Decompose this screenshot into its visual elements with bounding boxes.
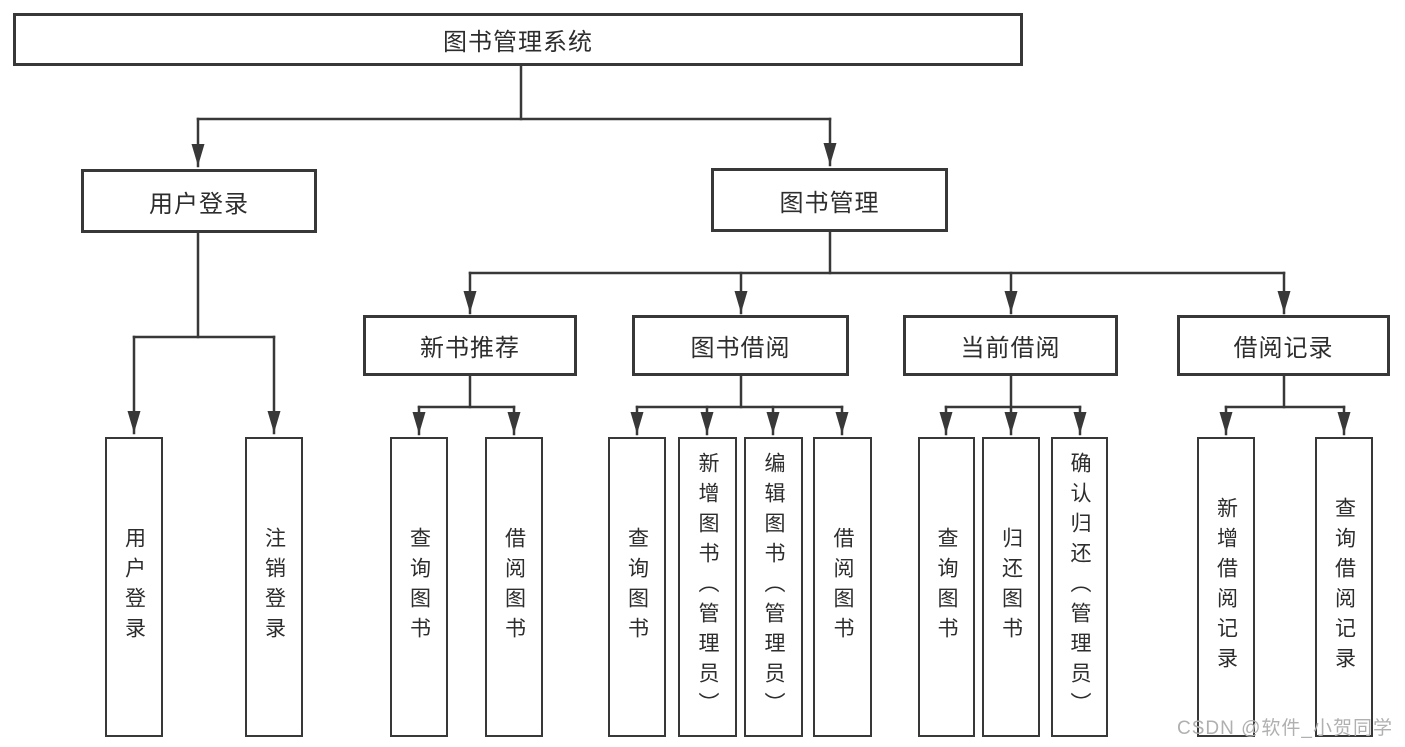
leaf-user-login: 用户登录 [105,437,163,737]
leaf-add-books-admin: 新增图书（管理员） [678,437,737,737]
node-book-borrowing: 图书借阅 [632,315,849,376]
leaf-borrow-books-recommend-label: 借阅图书 [502,527,526,647]
leaf-edit-books-admin-label: 编辑图书（管理员） [762,452,785,722]
leaf-borrow-books-label: 借阅图书 [831,527,854,647]
leaf-borrow-books-recommend: 借阅图书 [485,437,543,737]
node-user-login: 用户登录 [81,169,317,233]
node-library-system-label: 图书管理系统 [443,29,593,56]
node-borrowing-records: 借阅记录 [1177,315,1390,376]
leaf-confirm-return-admin-label: 确认归还（管理员） [1068,452,1091,722]
csdn-watermark: CSDN @软件_小贺同学 [1177,718,1393,739]
leaf-query-books-borrow: 查询图书 [608,437,666,737]
leaf-query-books-borrow-label: 查询图书 [625,527,649,647]
leaf-confirm-return-admin: 确认归还（管理员） [1051,437,1108,737]
node-book-management: 图书管理 [711,168,948,232]
node-book-borrowing-label: 图书借阅 [690,335,791,362]
leaf-query-borrow-record-label: 查询借阅记录 [1332,497,1356,677]
node-book-management-label: 图书管理 [779,189,880,217]
leaf-query-books-recommend: 查询图书 [390,437,448,737]
leaf-return-books: 归还图书 [982,437,1040,737]
node-new-book-recommendation: 新书推荐 [363,315,577,376]
leaf-query-books-recommend-label: 查询图书 [407,527,431,647]
node-current-borrowing-label: 当前借阅 [960,335,1061,362]
leaf-add-borrow-record: 新增借阅记录 [1197,437,1255,737]
node-library-system: 图书管理系统 [13,13,1023,66]
leaf-query-borrow-record: 查询借阅记录 [1315,437,1373,737]
node-borrowing-records-label: 借阅记录 [1233,335,1334,362]
node-new-book-recommendation-label: 新书推荐 [420,335,520,362]
leaf-query-books-current-label: 查询图书 [935,527,958,647]
leaf-logout-label: 注销登录 [262,527,286,647]
leaf-add-books-admin-label: 新增图书（管理员） [696,452,719,722]
leaf-user-login-label: 用户登录 [122,527,146,647]
node-user-login-label: 用户登录 [149,190,249,218]
leaf-add-borrow-record-label: 新增借阅记录 [1214,497,1238,677]
leaf-logout: 注销登录 [245,437,303,737]
leaf-borrow-books: 借阅图书 [813,437,872,737]
leaf-query-books-current: 查询图书 [918,437,975,737]
leaf-edit-books-admin: 编辑图书（管理员） [744,437,803,737]
leaf-return-books-label: 归还图书 [999,527,1023,647]
node-current-borrowing: 当前借阅 [903,315,1118,376]
